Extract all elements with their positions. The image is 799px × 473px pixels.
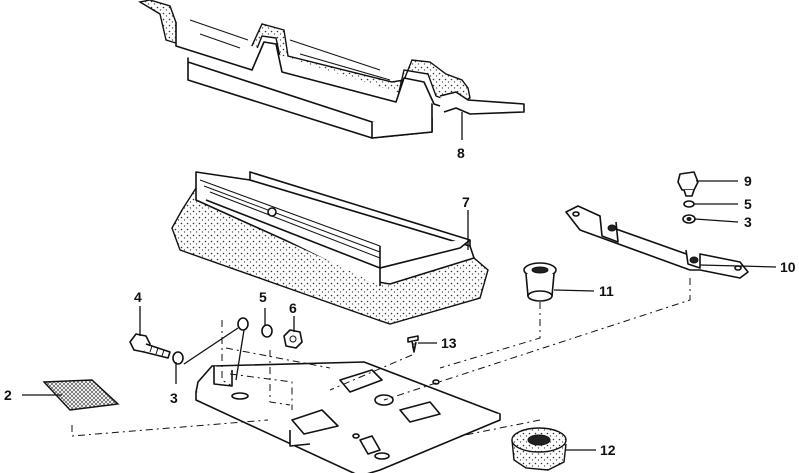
callout-5-left: 5 bbox=[259, 289, 267, 305]
callout-9: 9 bbox=[744, 173, 752, 189]
callout-6: 6 bbox=[289, 300, 297, 316]
callout-2: 2 bbox=[4, 387, 12, 403]
part-9-bolt bbox=[677, 171, 699, 197]
callout-3-left: 3 bbox=[170, 390, 178, 406]
part-3-washer-left bbox=[172, 351, 184, 365]
part-10-bracket bbox=[565, 205, 749, 279]
part-2-pad bbox=[42, 379, 120, 411]
part-13-screw bbox=[407, 335, 419, 353]
part-3-washer-mid bbox=[237, 317, 249, 331]
callout-10: 10 bbox=[780, 259, 796, 275]
part-4-bolt bbox=[129, 333, 171, 359]
callout-7: 7 bbox=[462, 194, 470, 210]
callout-13: 13 bbox=[441, 335, 457, 351]
callout-12: 12 bbox=[600, 442, 616, 458]
part-7-housing bbox=[171, 171, 489, 325]
part-12-bushing bbox=[511, 427, 567, 471]
callout-3-right: 3 bbox=[744, 214, 752, 230]
leader-lines bbox=[22, 112, 777, 451]
base-plate bbox=[195, 361, 501, 473]
part-11-grommet bbox=[523, 262, 557, 302]
part-5-washer-left bbox=[261, 324, 273, 338]
callout-11: 11 bbox=[599, 283, 614, 299]
part-8-upper-frame bbox=[138, 0, 525, 139]
part-5-washer-right bbox=[683, 200, 695, 208]
callout-4: 4 bbox=[134, 289, 142, 305]
part-6-nut bbox=[283, 329, 303, 349]
callout-8: 8 bbox=[457, 145, 465, 161]
assembly-lines bbox=[71, 278, 691, 437]
callout-5-right: 5 bbox=[744, 196, 752, 212]
